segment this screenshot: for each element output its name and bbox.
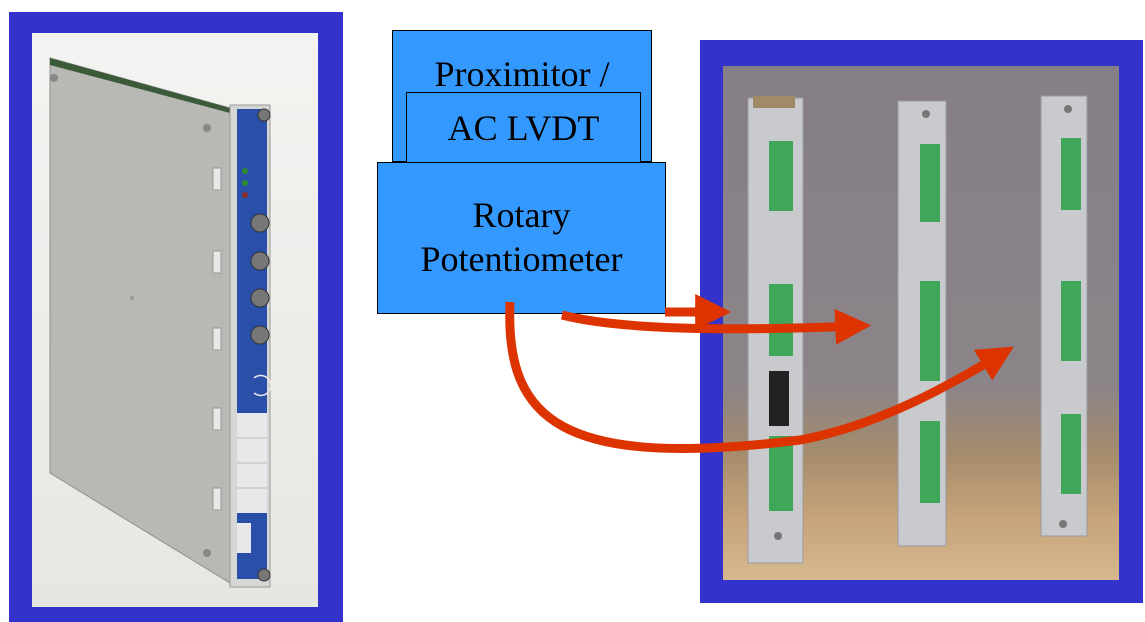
- ac-lvdt-label: AC LVDT: [447, 108, 600, 148]
- potentiometer-label: Potentiometer: [420, 239, 623, 279]
- arrow-to-module-2: [560, 308, 872, 345]
- io-module-3: [1040, 95, 1088, 537]
- monitor-module-photo: [32, 33, 318, 607]
- monitor-module-drawing: [49, 57, 272, 588]
- rotary-label: Rotary: [472, 195, 571, 236]
- arrow-to-module-3: [505, 301, 1014, 454]
- ac-lvdt-label-box: AC LVDT: [406, 92, 641, 164]
- io-module-2: [897, 100, 947, 547]
- proximitor-label: Proximitor /: [434, 54, 610, 94]
- rotary-potentiometer-label-box: Rotary Potentiometer: [377, 162, 666, 314]
